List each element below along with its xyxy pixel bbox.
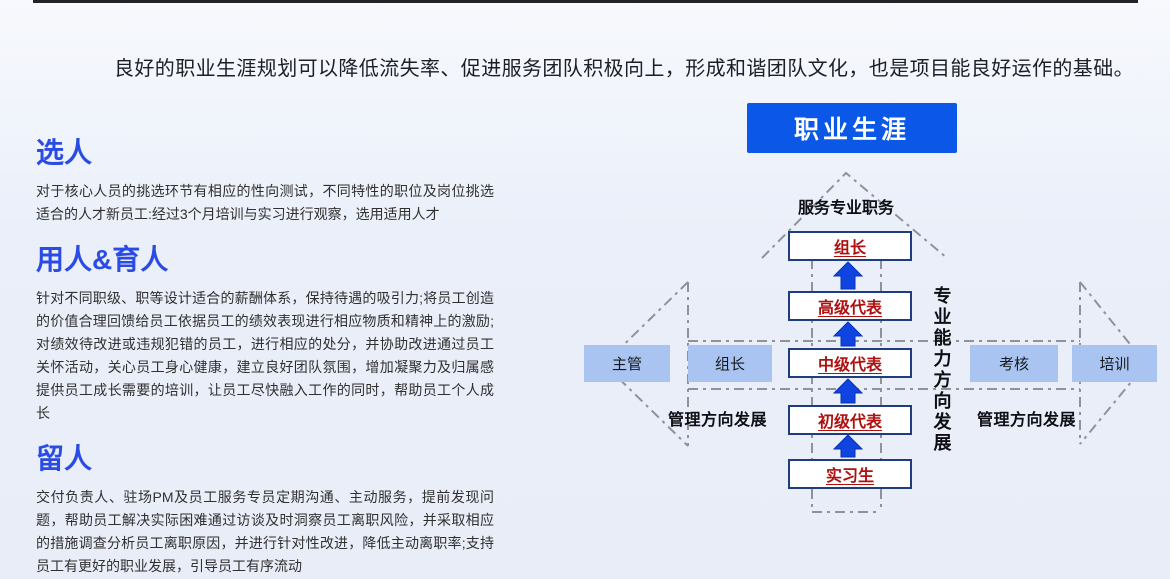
management-track-label-left: 管理方向发展 xyxy=(668,412,768,429)
top-accent-bar xyxy=(33,0,1138,3)
professional-ability-label: 专业能力方向发展 xyxy=(933,286,952,453)
up-arrow-icon xyxy=(832,321,864,347)
service-track-label: 服务专业职务 xyxy=(797,200,894,217)
up-arrow-icon xyxy=(832,261,864,290)
ladder-box-mid-rep: 中级代表 xyxy=(788,348,912,378)
corridor-lines xyxy=(688,340,1080,390)
side-box-assessment: 考核 xyxy=(970,345,1058,382)
ladder-box-junior-rep: 初级代表 xyxy=(788,405,912,435)
up-arrow-icon xyxy=(832,378,864,404)
ladder-box-senior-rep: 高级代表 xyxy=(788,291,912,321)
section-body-selection: 对于核心人员的挑选环节有相应的性向测试，不同特性的职位及岗位挑选适合的人才新员工… xyxy=(36,183,494,222)
section-heading-develop: 用人&育人 xyxy=(36,244,169,275)
side-box-training: 培训 xyxy=(1072,345,1157,382)
section-heading-retain: 留人 xyxy=(36,443,93,474)
dashed-right-arrow xyxy=(1079,281,1148,445)
left-column: 选人 对于核心人员的挑选环节有相应的性向测试，不同特性的职位及岗位挑选适合的人才… xyxy=(36,136,494,579)
section-body-retain: 交付负责人、驻场PM及员工服务专员定期沟通、主动服务，提前发现问题，帮助员工解决… xyxy=(36,489,494,574)
slide-headline: 良好的职业生涯规划可以降低流失率、促进服务团队积极向上，形成和谐团队文化，也是项… xyxy=(114,58,1134,80)
ladder-box-team-leader: 组长 xyxy=(788,231,912,261)
career-title-box: 职业生涯 xyxy=(747,103,957,153)
side-box-team-leader: 组长 xyxy=(688,345,772,382)
side-box-supervisor: 主管 xyxy=(584,345,670,382)
section-heading-selection: 选人 xyxy=(36,137,93,168)
section-body-develop: 针对不同职级、职等设计适合的薪酬体系，保持待遇的吸引力;将员工创造的价值合理回馈… xyxy=(36,290,494,421)
ladder-box-intern: 实习生 xyxy=(788,459,912,489)
management-track-label-right: 管理方向发展 xyxy=(977,412,1077,429)
up-arrow-icon xyxy=(832,434,864,458)
